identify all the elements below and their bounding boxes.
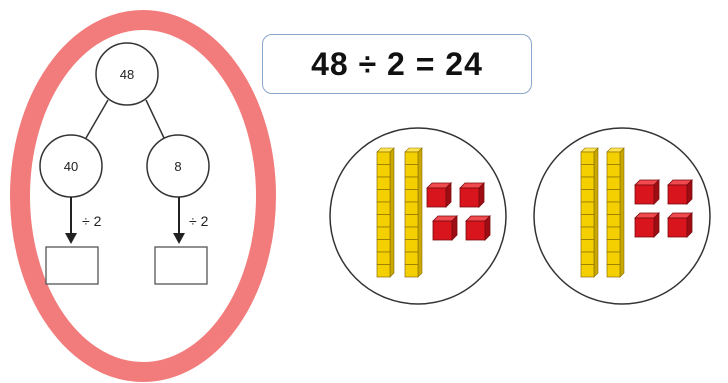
equation-text: 48 ÷ 2 = 24 xyxy=(311,45,483,82)
tens-rod xyxy=(580,147,599,278)
tens-rod xyxy=(606,147,625,278)
tree-branch-right xyxy=(145,99,165,139)
ones-cube xyxy=(667,179,693,205)
tree-node-ones-label: 8 xyxy=(174,159,181,174)
ones-cube xyxy=(634,179,660,205)
ones-cube xyxy=(634,212,660,238)
tree-node-whole xyxy=(95,42,159,106)
left-operation-label: ÷ 2 xyxy=(82,213,102,229)
tree-node-tens-label: 40 xyxy=(64,159,78,174)
right-operation-label: ÷ 2 xyxy=(189,213,209,229)
left-answer-box[interactable] xyxy=(45,246,99,285)
ones-cube xyxy=(432,215,458,241)
tree-branch-left xyxy=(85,99,109,139)
equation-box: 48 ÷ 2 = 24 xyxy=(262,34,532,94)
down-arrow-icon xyxy=(65,197,77,244)
ones-cube xyxy=(426,182,452,208)
highlight-ring xyxy=(10,10,276,382)
tree-node-whole-label: 48 xyxy=(120,67,134,82)
ones-cube xyxy=(459,182,485,208)
down-arrow-icon xyxy=(173,197,185,244)
place-value-group-2 xyxy=(580,147,693,278)
ones-cube xyxy=(667,212,693,238)
right-answer-box[interactable] xyxy=(154,246,208,285)
place-value-group-1 xyxy=(376,147,491,278)
tens-rod xyxy=(404,147,423,278)
tens-rod xyxy=(376,147,395,278)
ones-cube xyxy=(465,215,491,241)
